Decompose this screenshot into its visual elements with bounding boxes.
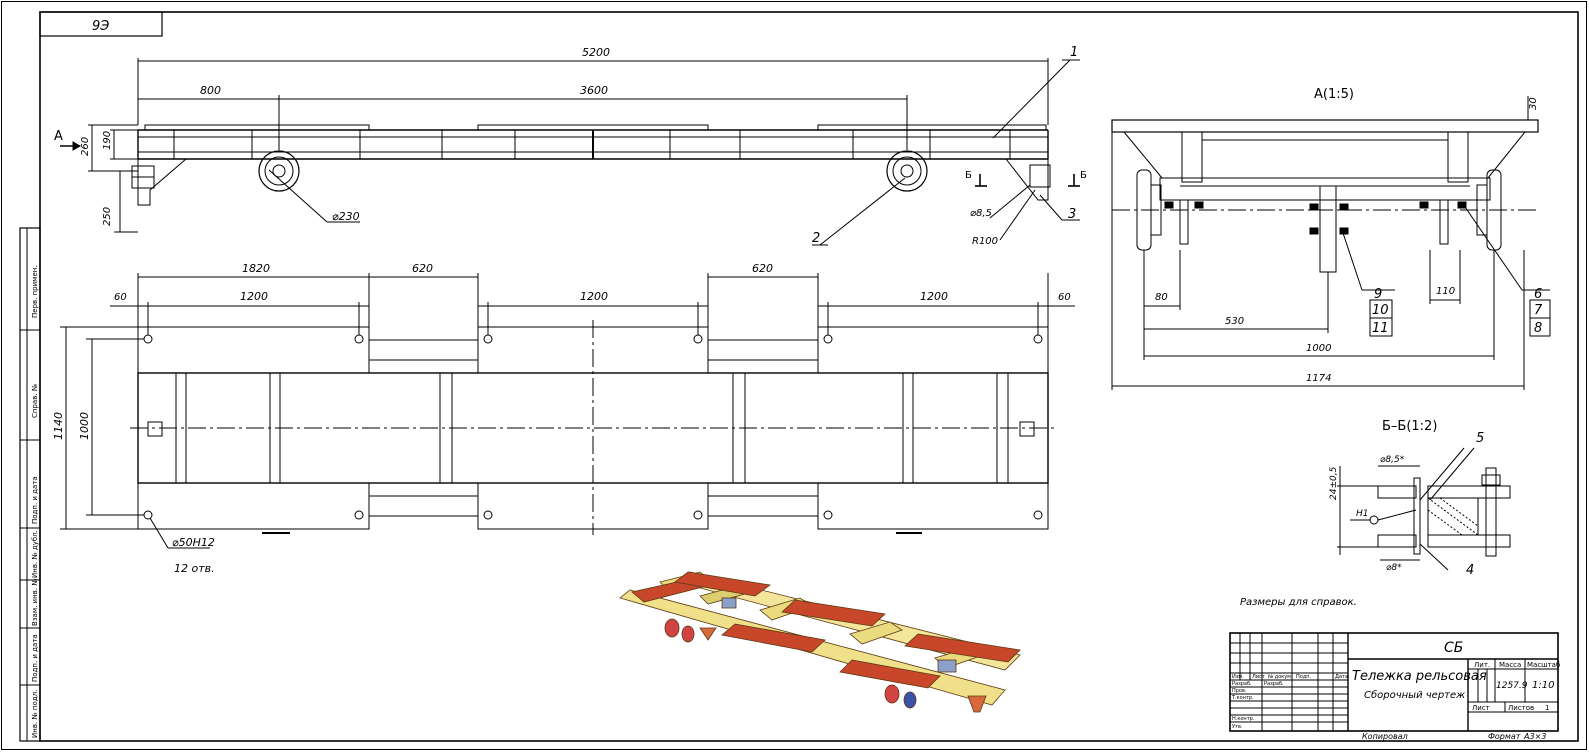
hole-diameter: ⌀8,5 bbox=[970, 208, 992, 219]
dim-d8: ⌀8* bbox=[1386, 563, 1402, 573]
callout-7: 7 bbox=[1534, 303, 1543, 318]
dim-1000-top: 1000 bbox=[78, 412, 91, 440]
strip-vzam: Взам. инв. № bbox=[31, 578, 39, 626]
tb-name: Тележка рельсовая bbox=[1352, 669, 1487, 684]
title-block bbox=[1229, 632, 1559, 732]
tb-sheets-value: 1 bbox=[1545, 704, 1549, 712]
dim-80: 80 bbox=[1155, 292, 1168, 303]
section-b-mark-right: Б bbox=[1080, 170, 1087, 181]
dim-overall: 5200 bbox=[582, 46, 610, 59]
corner-code: 9Э bbox=[92, 19, 109, 34]
tb-row-podp: Подп. bbox=[1296, 674, 1312, 680]
strip-sprav: Справ. № bbox=[31, 384, 39, 418]
dim-1200a: 1200 bbox=[240, 290, 268, 303]
radius-label: R100 bbox=[972, 236, 998, 247]
callout-4: 4 bbox=[1466, 563, 1474, 578]
tb-razrab-name: Разраб. bbox=[1264, 681, 1284, 687]
tb-row-ndoc: № докум. bbox=[1268, 674, 1293, 680]
tb-row-data: Дата bbox=[1335, 674, 1348, 680]
dim-30: 30 bbox=[1528, 97, 1539, 110]
dim-h260: 260 bbox=[80, 137, 91, 156]
tb-format-value: A3×3 bbox=[1523, 732, 1546, 741]
callout-5: 5 bbox=[1476, 431, 1484, 446]
section-b-title: Б–Б(1:2) bbox=[1382, 419, 1437, 434]
strip-inv-dubl: Инв. № дубл. bbox=[31, 530, 39, 578]
callout-6: 6 bbox=[1534, 287, 1542, 302]
wheel-diameter: ⌀230 bbox=[332, 210, 360, 223]
dim-24: 24±0,5 bbox=[1329, 466, 1339, 500]
hole-note: ⌀50Н12 bbox=[172, 536, 215, 549]
tb-row-utv: Утв. bbox=[1232, 724, 1243, 730]
tb-copied: Копировал bbox=[1362, 732, 1408, 741]
dim-620a: 620 bbox=[412, 262, 433, 275]
dim-h190: 190 bbox=[102, 131, 113, 150]
dim-1200c: 1200 bbox=[920, 290, 948, 303]
text-layer: 9Э 5200 800 3600 260 190 250 А Б Б ⌀230 … bbox=[31, 19, 1560, 741]
dim-d85: ⌀8,5* bbox=[1380, 455, 1405, 465]
tb-col-scale: Масштаб bbox=[1527, 661, 1560, 669]
dim-h1: Н1 bbox=[1356, 509, 1369, 519]
callout-1: 1 bbox=[1070, 45, 1078, 60]
dim-wheel-base: 3600 bbox=[580, 84, 608, 97]
callout-8: 8 bbox=[1534, 321, 1542, 336]
tb-format-label: Формат bbox=[1488, 732, 1521, 741]
tb-row-tkontr: Т.контр. bbox=[1231, 695, 1254, 701]
tb-row-list: Лист bbox=[1252, 674, 1265, 680]
tb-sheets-label: Листов bbox=[1508, 704, 1534, 712]
callout-3: 3 bbox=[1068, 207, 1076, 222]
dim-620b: 620 bbox=[752, 262, 773, 275]
dim-left-offset: 800 bbox=[200, 84, 221, 97]
strip-inv-podl: Инв. № подл. bbox=[31, 690, 39, 738]
reference-note: Размеры для справок. bbox=[1240, 597, 1357, 608]
dim-1140: 1140 bbox=[52, 412, 65, 440]
section-a-title: А(1:5) bbox=[1314, 87, 1354, 102]
strip-podp-date2: Подп. и дата bbox=[31, 634, 39, 682]
dim-60a: 60 bbox=[114, 292, 127, 303]
dim-h250: 250 bbox=[102, 207, 113, 226]
section-b-mark-left: Б bbox=[965, 170, 972, 181]
dim-530: 530 bbox=[1225, 316, 1244, 327]
hole-count: 12 отв. bbox=[174, 562, 215, 575]
dim-1000-a: 1000 bbox=[1306, 343, 1331, 354]
isometric-render bbox=[619, 571, 1021, 713]
callout-10: 10 bbox=[1372, 303, 1389, 318]
dim-60b: 60 bbox=[1058, 292, 1071, 303]
top-view bbox=[60, 273, 1075, 549]
tb-doc-type: Сборочный чертеж bbox=[1364, 689, 1465, 701]
dim-1200b: 1200 bbox=[580, 290, 608, 303]
tb-mass: 1257.9 bbox=[1496, 681, 1528, 691]
dim-1820: 1820 bbox=[242, 262, 270, 275]
dim-1174: 1174 bbox=[1306, 373, 1331, 384]
tb-row-izm: Изм. bbox=[1232, 674, 1244, 680]
binding-strip bbox=[19, 227, 41, 742]
section-a-view bbox=[1111, 96, 1551, 390]
dim-110: 110 bbox=[1436, 286, 1455, 297]
callout-11: 11 bbox=[1372, 321, 1389, 336]
tb-row-razrab: Разраб. bbox=[1232, 681, 1252, 687]
tb-row-prov: Пров. bbox=[1232, 688, 1247, 694]
tb-designation: СБ bbox=[1444, 640, 1463, 656]
side-view bbox=[60, 58, 1080, 246]
section-a-mark: А bbox=[54, 129, 63, 144]
callout-2: 2 bbox=[812, 231, 820, 246]
tb-scale: 1:10 bbox=[1532, 680, 1554, 691]
tb-row-nkontr: Н.контр. bbox=[1232, 716, 1255, 722]
section-b-view bbox=[1337, 447, 1511, 571]
tb-col-mass: Масса bbox=[1499, 661, 1521, 669]
callout-9: 9 bbox=[1374, 287, 1382, 302]
strip-podp-date1: Подп. и дата bbox=[31, 476, 39, 524]
tb-col-lit: Лит. bbox=[1474, 661, 1490, 669]
tb-sheet-label: Лист bbox=[1472, 704, 1490, 712]
strip-perv: Перв. примен. bbox=[31, 265, 39, 318]
